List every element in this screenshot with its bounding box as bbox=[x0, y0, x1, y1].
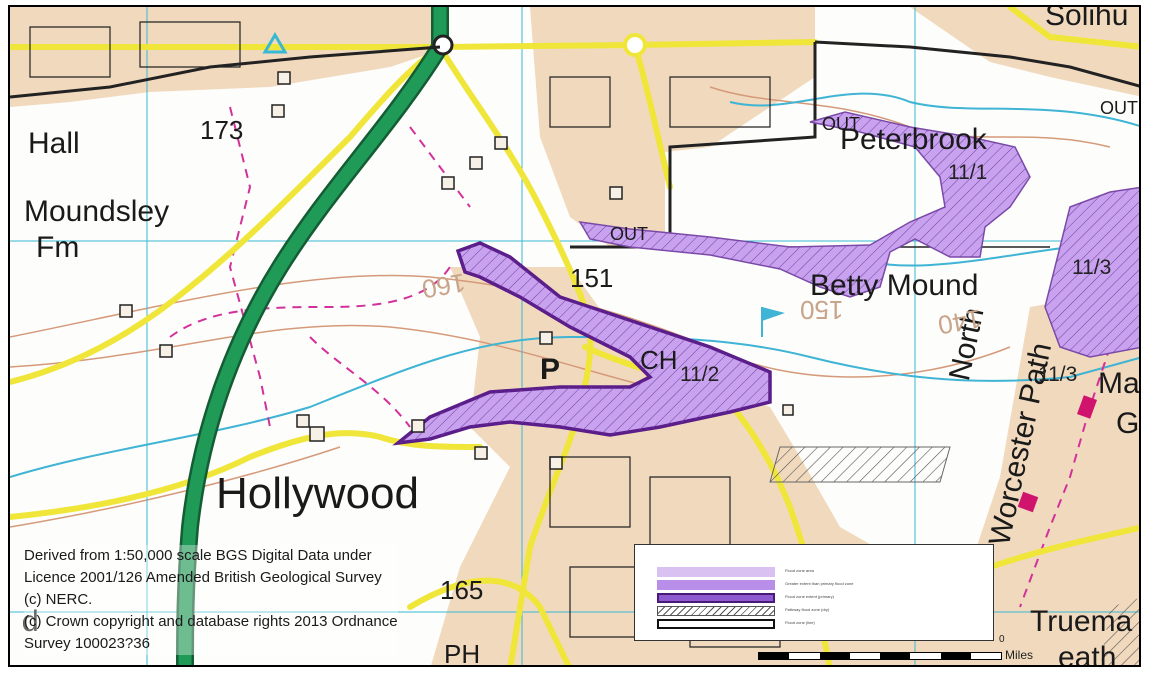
label-parking: P bbox=[540, 353, 561, 386]
credit-line-5: Survey 100023?36 bbox=[24, 635, 150, 652]
spot-height-173: 173 bbox=[200, 115, 244, 145]
legend-text: Pathway flood zone (dry) bbox=[785, 607, 830, 612]
zone-label-11-3a: 11/3 bbox=[1072, 256, 1112, 279]
legend-item: Flood zone area bbox=[657, 567, 987, 579]
legend-swatch bbox=[657, 619, 775, 629]
landfill-areas bbox=[769, 446, 1139, 665]
label-ph: PH bbox=[444, 639, 481, 667]
place-heath: eath bbox=[1058, 641, 1117, 667]
credit-line-1: Derived from 1:50,000 scale BGS Digital … bbox=[24, 547, 372, 564]
place-solihull: Solihu bbox=[1045, 5, 1129, 32]
contour-label-140: 140 bbox=[935, 303, 984, 341]
settlement-north-west bbox=[10, 7, 450, 107]
trig-point-icon bbox=[262, 32, 288, 54]
label-church: CH bbox=[640, 345, 678, 375]
place-peterbrook: Peterbrook bbox=[840, 123, 987, 156]
legend-swatch bbox=[657, 567, 775, 577]
place-betty-mound: Betty Mound bbox=[810, 269, 979, 302]
contour-label-150: 150 bbox=[800, 295, 844, 325]
place-trueman: Truema bbox=[1030, 605, 1133, 638]
zone-label-11-1: 11/1 bbox=[948, 161, 988, 184]
legend-swatch bbox=[657, 593, 775, 603]
map-credits: Derived from 1:50,000 scale BGS Digital … bbox=[24, 545, 398, 655]
credit-line-4: (c) Crown copyright and database rights … bbox=[24, 613, 398, 630]
legend-text: Greater extent than primary flood zone bbox=[785, 581, 854, 586]
scale-bar bbox=[758, 652, 1002, 660]
legend-text: Flood zone extent (primary) bbox=[785, 594, 834, 599]
legend-item: Flood zone (line) bbox=[657, 619, 987, 631]
place-moundsley: Moundsley bbox=[24, 195, 170, 228]
place-hollywood: Hollywood bbox=[216, 469, 419, 518]
zone-label-11-3b: 11/3 bbox=[1038, 363, 1078, 386]
legend-item: Pathway flood zone (dry) bbox=[657, 606, 987, 618]
legend-item: Greater extent than primary flood zone bbox=[657, 580, 987, 592]
legend-text: Flood zone area bbox=[785, 568, 814, 573]
flag-icon bbox=[761, 307, 785, 337]
legend-swatch bbox=[657, 580, 775, 590]
map-frame: Hollywood Moundsley Fm Hall 173 151 165 … bbox=[8, 5, 1141, 667]
flood-zone-11-1-hatch bbox=[580, 112, 1030, 297]
label-out-top: OUT bbox=[822, 114, 860, 134]
place-fm: Fm bbox=[36, 231, 80, 264]
scale-unit-label: Miles bbox=[1005, 648, 1034, 662]
a-road bbox=[176, 7, 449, 665]
buildings bbox=[119, 71, 794, 470]
legend-text: Flood zone (line) bbox=[785, 620, 815, 625]
footpaths bbox=[169, 106, 1111, 608]
label-d: d bbox=[22, 605, 39, 638]
map-legend: Flood zone area Greater extent than prim… bbox=[634, 544, 994, 641]
heritage-markers bbox=[1017, 395, 1097, 513]
credit-line-2: Licence 2001/126 Amended British Geologi… bbox=[24, 569, 382, 586]
place-hall: Hall bbox=[28, 127, 80, 160]
legend-swatch bbox=[657, 606, 775, 616]
legend-item: Flood zone extent (primary) bbox=[657, 593, 987, 605]
roundabouts bbox=[432, 33, 647, 57]
label-out-right: OUT bbox=[1100, 98, 1138, 118]
credit-line-3: (c) NERC. bbox=[24, 591, 93, 608]
spot-height-165: 165 bbox=[440, 575, 484, 605]
zone-label-11-2: 11/2 bbox=[680, 363, 720, 386]
settlement-north-east bbox=[910, 7, 1139, 97]
label-ma: Ma bbox=[1098, 367, 1140, 400]
settlement-east bbox=[970, 287, 1139, 665]
label-out-mid: OUT bbox=[610, 224, 648, 244]
spot-height-151: 151 bbox=[570, 263, 614, 293]
scale-zero-label: 0 bbox=[999, 634, 1005, 645]
flood-zones[interactable] bbox=[392, 111, 1141, 446]
label-g: G bbox=[1116, 407, 1140, 440]
contour-label-160: 160 bbox=[419, 267, 468, 305]
